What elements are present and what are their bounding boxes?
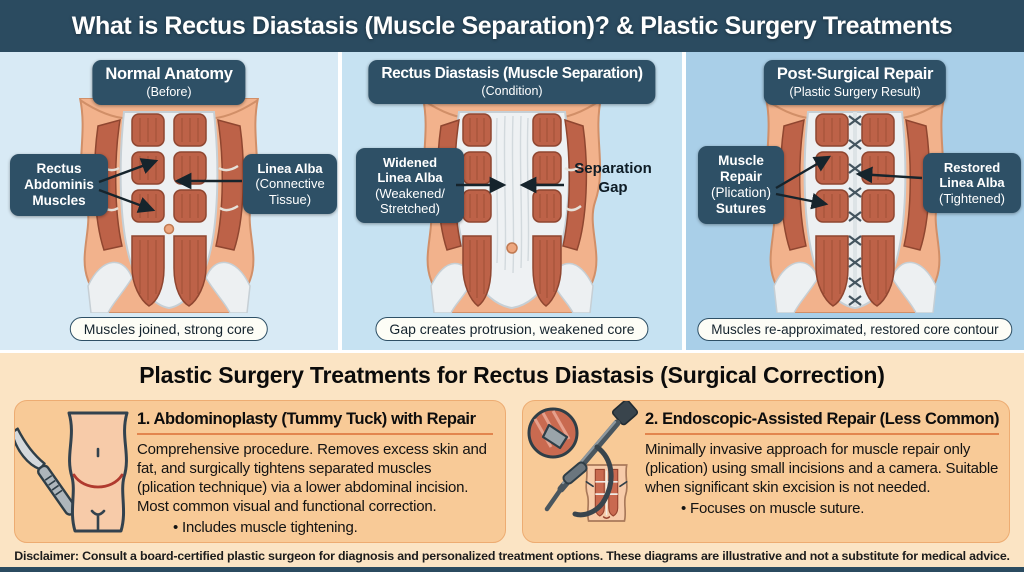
label-muscle-repair-sutures: Muscle Repair (Plication) Sutures [698, 146, 784, 224]
card-bullet: • Focuses on muscle suture. [681, 500, 865, 518]
treatments-section: Plastic Surgery Treatments for Rectus Di… [0, 350, 1024, 572]
normal-anatomy-illustration [78, 98, 260, 313]
camera-inset-icon [527, 407, 579, 459]
panel-title-normal: Normal Anatomy (Before) [92, 60, 246, 106]
panel-normal-anatomy: Normal Anatomy (Before) Rectus Abdominis… [0, 52, 338, 350]
panel-title-repair: Post-Surgical Repair (Plastic Surgery Re… [763, 60, 947, 106]
caption-repair: Muscles re-approximated, restored core c… [697, 318, 1013, 341]
endoscope-torso-icon [523, 401, 645, 542]
header-bar: What is Rectus Diastasis (Muscle Separat… [0, 0, 1024, 52]
card-title: 1. Abdominoplasty (Tummy Tuck) with Repa… [137, 410, 493, 435]
label-rectus-abdominis: Rectus Abdominis Muscles [10, 154, 108, 216]
panel-post-surgical-repair: Post-Surgical Repair (Plastic Surgery Re… [686, 52, 1024, 350]
card-endoscopic-text: 2. Endoscopic-Assisted Repair (Less Comm… [645, 401, 1009, 542]
panel-title-diastasis: Rectus Diastasis (Muscle Separation) (Co… [368, 60, 656, 105]
scope-shaft [544, 401, 639, 518]
treatments-title: Plastic Surgery Treatments for Rectus Di… [139, 362, 885, 388]
label-widened-linea-alba: Widened Linea Alba (Weakened/ Stretched) [356, 148, 464, 224]
anatomy-panels: Normal Anatomy (Before) Rectus Abdominis… [0, 52, 1024, 350]
endoscope-icon [527, 401, 639, 522]
caption-normal: Muscles joined, strong core [69, 317, 269, 341]
treatment-cards: 1. Abdominoplasty (Tummy Tuck) with Repa… [14, 400, 1010, 543]
card-abdominoplasty-text: 1. Abdominoplasty (Tummy Tuck) with Repa… [137, 401, 505, 542]
scalpel-torso-icon [15, 401, 137, 542]
disclaimer-text: Disclaimer: Consult a board-certified pl… [14, 549, 1010, 563]
card-body: Comprehensive procedure. Removes excess … [137, 441, 487, 516]
card-title: 2. Endoscopic-Assisted Repair (Less Comm… [645, 410, 1000, 435]
footer-bar [0, 567, 1024, 572]
card-endoscopic-repair: 2. Endoscopic-Assisted Repair (Less Comm… [522, 400, 1010, 543]
torso-incision-icon [67, 411, 129, 533]
card-abdominoplasty: 1. Abdominoplasty (Tummy Tuck) with Repa… [14, 400, 506, 543]
scalpel-icon [15, 411, 129, 533]
caption-diastasis: Gap creates protrusion, weakened core [375, 317, 649, 341]
page-title: What is Rectus Diastasis (Muscle Separat… [71, 11, 953, 40]
label-separation-gap: Separation Gap [574, 160, 652, 196]
panel-rectus-diastasis: Rectus Diastasis (Muscle Separation) (Co… [342, 52, 682, 350]
card-body: Minimally invasive approach for muscle r… [645, 441, 999, 497]
label-restored-linea-alba: Restored Linea Alba (Tightened) [923, 153, 1021, 213]
card-bullet: • Includes muscle tightening. [173, 519, 358, 537]
label-linea-alba: Linea Alba (Connective Tissue) [243, 154, 337, 214]
